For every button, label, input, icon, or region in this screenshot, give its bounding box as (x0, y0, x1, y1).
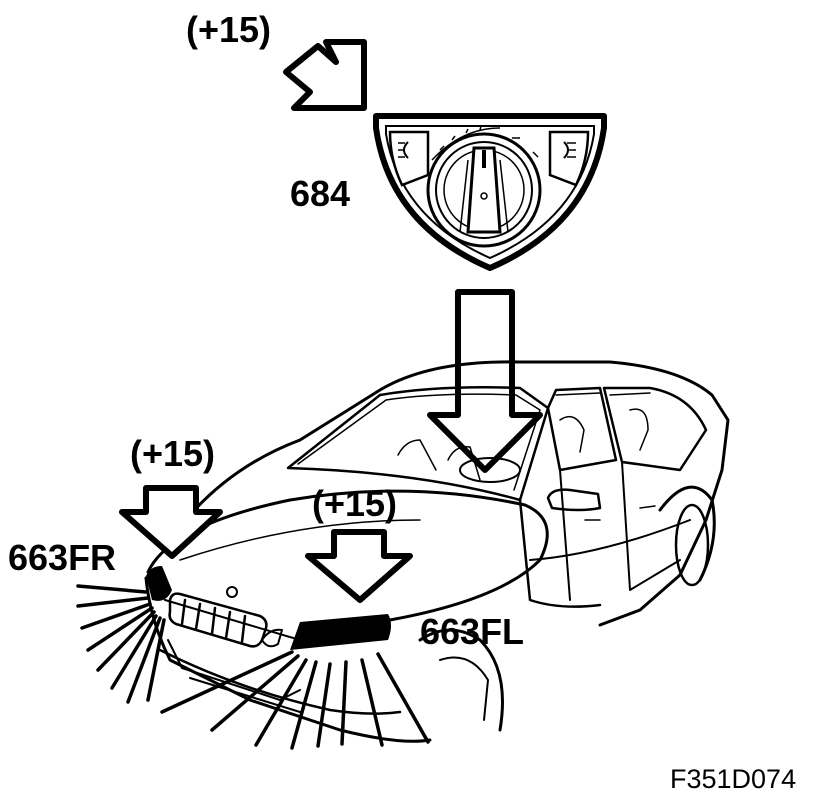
headlight-switch-panel (373, 113, 607, 271)
fog-lamp-fl (290, 614, 391, 650)
switch-supply-label: (+15) (186, 9, 272, 50)
fog-light-icon-rear (548, 130, 590, 187)
supply-arrow-switch (283, 39, 367, 111)
switch-id-label: 684 (290, 173, 351, 214)
supply-arrow-fr (119, 485, 223, 559)
grille (168, 592, 268, 648)
light-rays-fl (160, 650, 430, 750)
fr-supply-label: (+15) (130, 433, 216, 474)
fr-id-label: 663FR (8, 537, 117, 578)
headlight-switch-knob-icon (426, 132, 542, 248)
fl-supply-label: (+15) (312, 483, 398, 524)
signal-arrow-switch-to-car (427, 289, 543, 473)
light-rays-fr (76, 584, 166, 704)
fl-id-label: 663FL (420, 611, 525, 652)
fog-lamp-fr (146, 566, 172, 601)
supply-arrow-fl (305, 529, 413, 603)
fog-light-icon-front (388, 130, 430, 187)
figure-reference: F351D074 (670, 764, 797, 794)
car-outline (144, 360, 730, 743)
